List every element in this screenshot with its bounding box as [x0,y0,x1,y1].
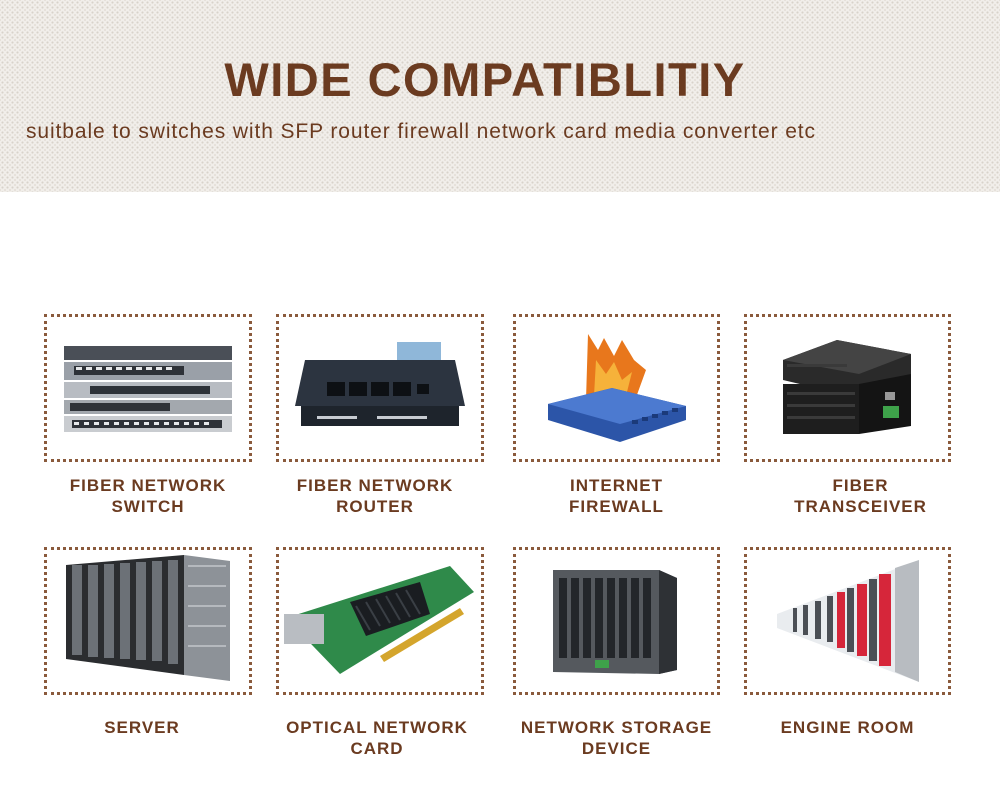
card-internet-firewall [513,314,720,462]
label-fiber-transceiver: FIBER TRANSCEIVER [794,476,927,516]
network-switch-icon [64,346,232,432]
network-router-icon [295,342,465,426]
storage-device-icon [552,570,677,674]
page-title: WIDE COMPATIBLITIY [224,53,746,106]
page-subtitle: suitbale to switches with SFP router fir… [26,120,816,143]
card-fiber-network-switch [44,314,252,462]
card-engine-room [744,547,951,695]
label-fiber-network-switch: FIBER NETWORK SWITCH [69,476,227,516]
card-server [44,547,252,695]
label-server: SERVER [104,718,180,737]
card-optical-network-card [276,547,484,695]
card-fiber-transceiver [744,314,951,462]
engine-room-icon [776,560,919,682]
card-network-storage-device [513,547,720,695]
label-engine-room: ENGINE ROOM [780,718,915,737]
card-fiber-network-router [276,314,484,462]
transceiver-icon [782,340,911,434]
header-banner: WIDE COMPATIBLITIY suitbale to switches … [0,0,1000,192]
firewall-icon [547,334,686,442]
network-card-icon [284,566,474,674]
server-rack-icon [66,555,230,681]
label-optical-network-card: OPTICAL NETWORK CARD [286,718,468,758]
label-fiber-network-router: FIBER NETWORK ROUTER [296,476,454,516]
label-network-storage-device: NETWORK STORAGE DEVICE [520,718,713,758]
label-internet-firewall: INTERNET FIREWALL [569,476,664,516]
